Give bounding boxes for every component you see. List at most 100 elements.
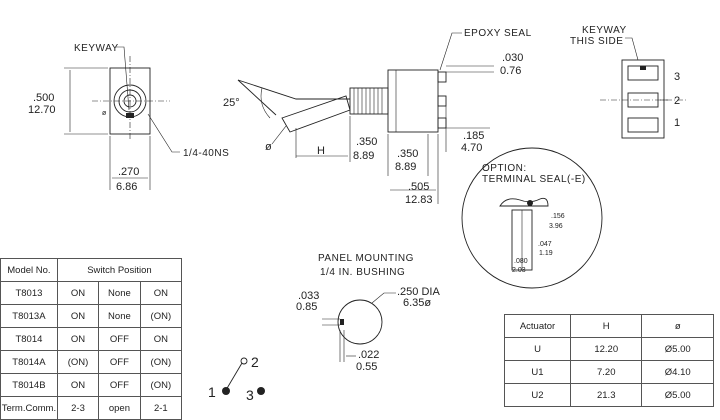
dim-156-in: .156 [551,213,565,220]
dim-505-in: .505 [408,181,429,193]
lever-body [281,95,351,133]
rear-terminal-1-label: 1 [674,117,680,129]
dim-030-in: .030 [502,52,523,64]
header-switch-position: Switch Position [56,258,183,282]
dim-030-mm: 0.76 [500,65,521,77]
keyway-this-side-leader [625,37,639,61]
table-cell: (ON) [139,350,183,374]
table-row: T8014A (ON) OFF (ON) [0,350,183,374]
rear-terminal-2 [627,92,659,108]
angle-label: 25° [223,97,240,109]
side-phi-leader [271,125,287,145]
table-cell: T8014B [0,373,58,397]
terminal-seal-label: TERMINAL SEAL(-E) [482,174,586,185]
dim-022-mm: 0.55 [356,361,377,373]
table-cell: 2-3 [56,396,100,420]
rear-terminal-1 [627,117,659,133]
dim-500-in: .500 [33,92,54,104]
detail-circle [461,147,603,289]
dim-350a-mm: 8.89 [353,150,374,162]
keyway-this-side-label-2: THIS SIDE [570,36,623,47]
rear-terminal-3-label: 3 [674,71,680,83]
epoxy-seal-leader [439,32,462,71]
terminal-seal-detail: OPTION: TERMINAL SEAL(-E) .156 3.96 .047… [461,147,603,289]
table-cell: T8014 [0,327,58,351]
model-table-header: Model No. Switch Position [0,258,183,282]
dim-350b-in: .350 [397,148,418,160]
table-cell: OFF [98,327,141,351]
angle-arc [260,87,271,119]
table-row: U1 7.20 Ø4.10 [503,360,714,384]
dim-080-mm: 2.03 [512,267,526,274]
dim-080-in: .080 [514,258,528,265]
table-cell: 12.20 [570,337,643,361]
table-cell: 2-1 [139,396,183,420]
table-cell: 21.3 [570,383,643,407]
actuator-table: Actuator H ø U 12.20 Ø5.00 U1 7.20 Ø4.10… [503,314,714,407]
table-row: T8013A ON None (ON) [0,304,183,328]
table-cell: ON [56,281,100,305]
terminal-mid [437,95,447,107]
table-cell: ON [139,281,183,305]
keyway-label: KEYWAY [74,43,119,54]
table-cell: ON [56,373,100,397]
symbol-label-1: 1 [208,384,216,400]
terminal-symbol: 2 1 3 [208,354,265,403]
dim-185-in: .185 [463,130,484,142]
dim-250-leader [371,292,396,304]
side-view: 25° EPOXY SEAL .030 0.76 .185 [223,28,532,206]
table-cell: Term.Comm. [0,396,58,420]
dim-270-mm: 6.86 [116,181,137,193]
table-cell: (ON) [139,304,183,328]
table-cell: None [98,304,141,328]
header-phi: ø [641,314,714,338]
front-phi-label: ø [102,110,107,117]
option-label: OPTION: [482,163,527,174]
table-cell: T8014A [0,350,58,374]
dim-047-in: .047 [538,241,552,248]
dim-047-mm: 1.19 [539,250,553,257]
table-cell: Ø4.10 [641,360,714,384]
header-model-no: Model No. [0,258,58,282]
table-cell: U2 [503,383,572,407]
thread-hatch [353,88,383,114]
keyway-this-side-label-1: KEYWAY [582,25,627,36]
symbol-lever-line [225,362,243,391]
front-view: KEYWAY .500 12.70 ø .270 6.86 1/4-40NS [28,43,229,193]
technical-drawing: KEYWAY .500 12.70 ø .270 6.86 1/4-40NS 2… [28,25,686,403]
table-cell: OFF [98,350,141,374]
dim-156-mm: 3.96 [549,223,563,230]
symbol-terminal-1 [222,387,230,395]
model-table: Model No. Switch Position T8013 ON None … [0,258,183,420]
thread-label: 1/4-40NS [183,148,229,159]
panel-mounting-label-1: PANEL MOUNTING [318,253,414,264]
panel-mounting-label-2: 1/4 IN. BUSHING [320,267,405,278]
keyway-leader [116,46,130,111]
table-cell: (ON) [139,373,183,397]
terminal-bottom [437,117,447,129]
thread-leader [147,113,180,153]
epoxy-seal-label: EPOXY SEAL [464,28,532,39]
table-row: U 12.20 Ø5.00 [503,337,714,361]
table-row: T8013 ON None ON [0,281,183,305]
table-cell: open [98,396,141,420]
symbol-terminal-3 [257,387,265,395]
terminal-top [437,71,447,83]
table-cell: Ø5.00 [641,383,714,407]
dim-250-in: .250 DIA [397,286,440,298]
side-phi-label: ø [265,141,272,153]
dim-185-mm: 4.70 [461,142,482,154]
table-cell: U [503,337,572,361]
table-cell: ON [56,327,100,351]
lever-top-line [237,79,350,100]
table-cell: T8013A [0,304,58,328]
table-row: T8014B ON OFF (ON) [0,373,183,397]
symbol-terminal-2 [240,357,248,365]
table-cell: 7.20 [570,360,643,384]
rear-keyway-notch [640,66,646,70]
table-cell: None [98,281,141,305]
dim-500-mm: 12.70 [28,104,56,116]
seal-dot [527,200,533,206]
table-cell: U1 [503,360,572,384]
rear-terminal-2-label: 2 [674,95,680,107]
